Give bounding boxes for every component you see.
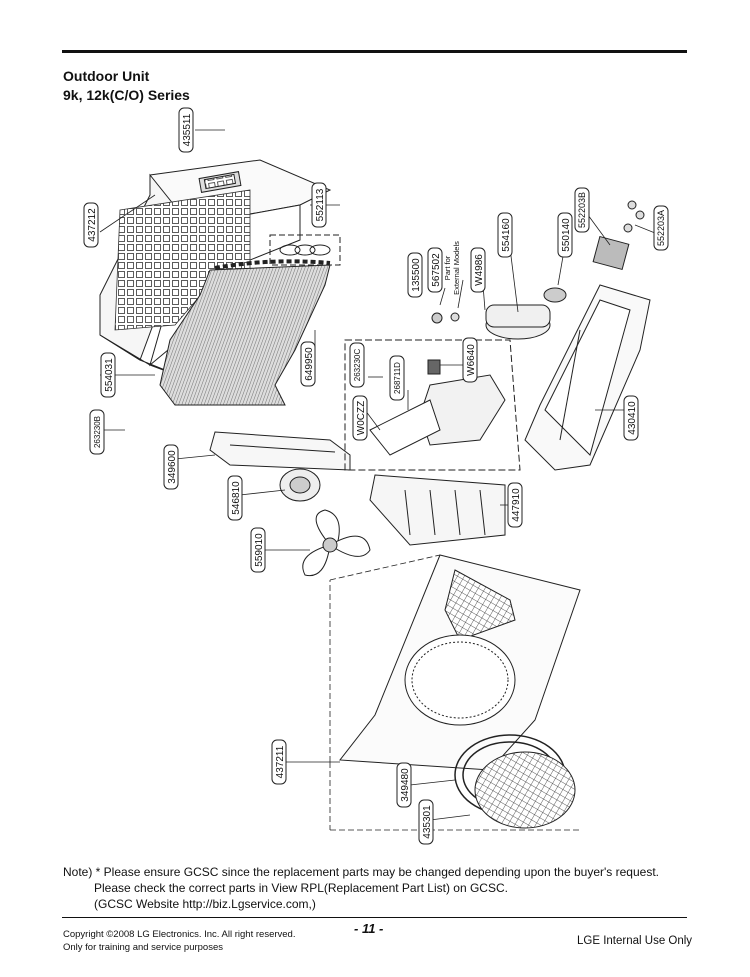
svg-text:437212: 437212	[87, 208, 98, 242]
part-label-552113: 552113	[311, 182, 327, 228]
part-label-263230B: 263230B	[89, 409, 105, 455]
barrier-panel	[369, 474, 506, 546]
copyright-text: Copyright ©2008 LG Electronics. Inc. All…	[63, 929, 296, 940]
svg-text:559010: 559010	[254, 533, 265, 567]
part-label-435511: 435511	[178, 107, 194, 153]
training-text: Only for training and service purposes	[63, 942, 223, 953]
svg-text:437211: 437211	[275, 745, 286, 778]
fan-motor	[279, 468, 321, 502]
page-title: Outdoor Unit	[63, 68, 150, 84]
part-label-554031: 554031	[100, 352, 116, 398]
svg-text:349600: 349600	[167, 450, 178, 484]
svg-text:435511: 435511	[182, 113, 193, 146]
part-label-268711D: 268711D	[389, 355, 405, 401]
part-label-437211: 437211	[271, 739, 287, 785]
valve-group	[592, 200, 645, 271]
svg-text:649950: 649950	[304, 347, 315, 381]
note-line-2: Please check the correct parts in View R…	[94, 881, 508, 895]
part-label-435301: 435301	[418, 799, 434, 845]
svg-text:W0CZZ: W0CZZ	[356, 401, 367, 435]
svg-text:263230B: 263230B	[93, 416, 102, 448]
part-label-559010: 559010	[250, 527, 266, 573]
svg-text:550140: 550140	[561, 218, 572, 252]
svg-text:435301: 435301	[422, 805, 433, 839]
part-label-649950: 649950	[300, 341, 316, 387]
front-panel	[339, 554, 581, 771]
compressor	[431, 287, 567, 340]
svg-text:554160: 554160	[501, 218, 512, 252]
part-label-447910: 447910	[507, 482, 523, 528]
footer-rule	[62, 917, 687, 918]
discharge-grille	[474, 751, 576, 829]
part-label-550140: 550140	[557, 212, 573, 258]
coil-bend-detail	[269, 234, 341, 266]
part-label-567502: 567502	[427, 247, 443, 293]
svg-text:W6640: W6640	[466, 344, 477, 376]
svg-text:430410: 430410	[627, 401, 638, 435]
part-for-external-note: Part for External Models	[443, 241, 461, 295]
part-label-135500: 135500	[407, 252, 423, 298]
part-label-W6640: W6640	[462, 337, 478, 383]
svg-text:268711D: 268711D	[393, 362, 402, 394]
svg-text:263230C: 263230C	[353, 349, 362, 382]
svg-text:349480: 349480	[400, 768, 411, 802]
svg-text:552203B: 552203B	[577, 192, 587, 228]
part-label-430410: 430410	[623, 395, 639, 441]
note-block: Note) * Please ensure GCSC since the rep…	[63, 864, 659, 912]
page-subtitle: 9k, 12k(C/O) Series	[63, 87, 190, 103]
svg-text:447910: 447910	[511, 488, 522, 522]
part-label-W4986: W4986	[470, 247, 486, 293]
svg-text:Part for: Part for	[443, 255, 452, 280]
part-label-W0CZZ: W0CZZ	[352, 395, 368, 441]
note-line-1: Note) * Please ensure GCSC since the rep…	[63, 865, 659, 879]
leader-lines	[99, 129, 661, 831]
motor-bracket	[209, 431, 351, 471]
part-label-437212: 437212	[83, 202, 99, 248]
part-labels: 435511 437212 552113 554031 649950 26323…	[83, 107, 669, 845]
part-label-552203A: 552203A	[653, 205, 669, 251]
svg-text:552203A: 552203A	[656, 210, 666, 246]
part-label-552203B: 552203B	[574, 187, 590, 233]
footer-copyright-block: Copyright ©2008 LG Electronics. Inc. All…	[63, 928, 295, 954]
note-line-3: (GCSC Website http://biz.Lgservice.com,)	[94, 897, 316, 911]
base-pan	[524, 284, 651, 471]
propeller-fan	[302, 509, 371, 577]
control-box-frame	[344, 339, 521, 471]
part-label-554160: 554160	[497, 212, 513, 258]
part-label-546810: 546810	[227, 475, 243, 521]
control-box	[369, 359, 506, 456]
svg-text:567502: 567502	[431, 253, 442, 287]
page-number: - 11 -	[354, 921, 384, 936]
internal-use-text: LGE Internal Use Only	[577, 935, 693, 947]
svg-text:External Models: External Models	[452, 241, 461, 295]
svg-text:135500: 135500	[411, 258, 422, 292]
top-rule	[62, 50, 687, 53]
svg-text:546810: 546810	[231, 481, 242, 515]
condenser-coil	[159, 259, 331, 406]
part-label-263230C: 263230C	[349, 342, 365, 388]
part-label-349600: 349600	[163, 444, 179, 490]
svg-text:554031: 554031	[104, 358, 115, 392]
part-label-349480: 349480	[396, 762, 412, 808]
svg-text:W4986: W4986	[474, 254, 485, 286]
svg-text:552113: 552113	[315, 188, 326, 221]
